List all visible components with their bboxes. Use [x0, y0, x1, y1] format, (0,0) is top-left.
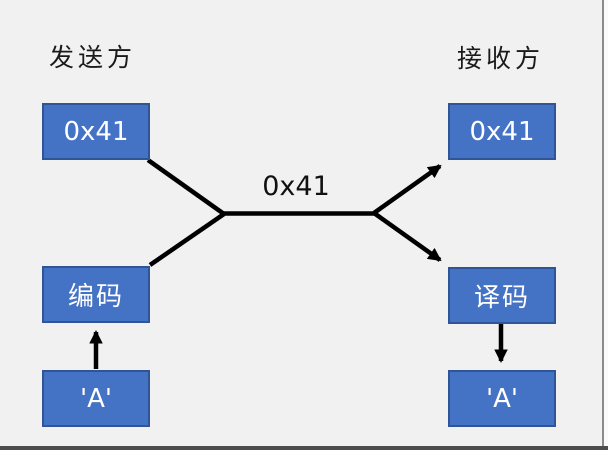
slide-bottom-edge — [0, 446, 608, 450]
connector-tx-hex-to-junction — [146, 158, 226, 216]
channel-value-label: 0x41 — [262, 171, 330, 202]
receiver-hex-box: 0x41 — [448, 103, 556, 160]
connector-junction-to-decode-arrow — [372, 211, 442, 262]
sender-title: 发送方 — [49, 43, 137, 72]
connector-encode-to-junction — [148, 212, 226, 267]
slide-right-edge — [602, 0, 604, 450]
sender-hex-box: 0x41 — [42, 103, 150, 160]
slide-right-margin — [604, 0, 608, 450]
receiver-decode-box: 译码 — [448, 267, 556, 324]
receiver-title: 接收方 — [457, 44, 545, 73]
connector-junction-to-rx-hex-arrow — [372, 164, 442, 215]
sender-char-box: 'A' — [42, 370, 150, 427]
receiver-char-box: 'A' — [448, 370, 556, 427]
sender-encode-box: 编码 — [42, 266, 150, 323]
